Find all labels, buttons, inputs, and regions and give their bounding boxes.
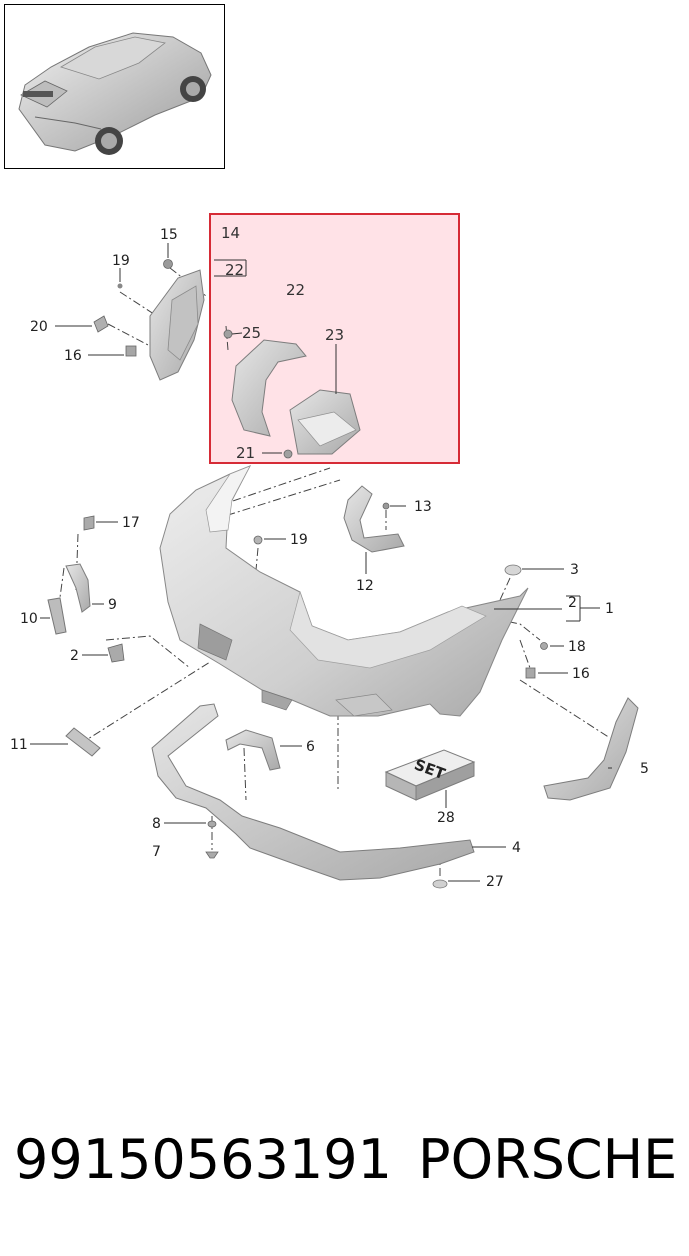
callout-6: 6 xyxy=(306,739,315,755)
grommet-3 xyxy=(504,564,522,576)
callout-11: 11 xyxy=(10,737,28,753)
clip-7 xyxy=(205,851,219,859)
callout-16-right: 16 xyxy=(572,666,590,682)
left-bracket-assembly xyxy=(93,259,205,381)
callout-16-left: 16 xyxy=(64,348,82,364)
callout-21: 21 xyxy=(236,444,255,462)
rear-bumper-cover xyxy=(159,465,529,717)
clip-18 xyxy=(540,642,548,650)
fastener-19 xyxy=(253,535,263,545)
callout-9: 9 xyxy=(108,597,117,613)
clip-17 xyxy=(83,515,95,531)
trim-5 xyxy=(543,697,639,801)
callout-4: 4 xyxy=(512,840,521,856)
callout-5: 5 xyxy=(640,761,649,777)
callout-28: 28 xyxy=(437,810,455,826)
callout-15: 15 xyxy=(160,227,178,243)
footer-caption: 99150563191 PORSCHE xyxy=(0,1128,689,1208)
grommet-27 xyxy=(432,879,448,889)
set-box-28: SET xyxy=(384,749,476,801)
callout-2-right: 2 xyxy=(568,595,577,611)
nut-8 xyxy=(207,820,217,828)
guide-9 xyxy=(65,563,91,613)
trim-6 xyxy=(225,729,281,771)
callout-14: 14 xyxy=(221,224,240,242)
callout-22-bracket: 22 xyxy=(225,261,244,279)
leader-lines xyxy=(30,243,612,882)
vehicle-thumbnail xyxy=(4,4,225,169)
bracket-12 xyxy=(343,485,405,553)
callout-12: 12 xyxy=(356,578,374,594)
callout-20: 20 xyxy=(30,319,48,335)
brand-name: PORSCHE xyxy=(418,1128,678,1191)
diffuser-4 xyxy=(151,703,475,881)
callout-7: 7 xyxy=(152,844,161,860)
assembly-lines xyxy=(57,267,611,878)
callout-13: 13 xyxy=(414,499,432,515)
callout-8: 8 xyxy=(152,816,161,832)
seal-10 xyxy=(47,597,67,635)
part-number: 99150563191 xyxy=(14,1128,392,1191)
car-illustration xyxy=(18,32,212,155)
callout-labels: 15 19 20 16 14 22 22 25 23 21 13 17 19 1… xyxy=(10,224,649,890)
callout-19-top: 19 xyxy=(112,253,130,269)
wheel-arch-liner xyxy=(223,329,361,459)
callout-27: 27 xyxy=(486,874,504,890)
callout-19-center: 19 xyxy=(290,532,308,548)
callout-1: 1 xyxy=(605,601,614,617)
clip-2-left xyxy=(107,643,125,663)
callout-23: 23 xyxy=(325,326,344,344)
callout-22: 22 xyxy=(286,281,305,299)
callout-17: 17 xyxy=(122,515,140,531)
callout-10: 10 xyxy=(20,611,38,627)
callout-25: 25 xyxy=(242,324,261,342)
callout-3: 3 xyxy=(570,562,579,578)
strip-11 xyxy=(65,727,101,757)
callout-2-left: 2 xyxy=(70,648,79,664)
clip-16-right xyxy=(525,667,536,679)
screw-13 xyxy=(382,502,390,510)
callout-18: 18 xyxy=(568,639,586,655)
